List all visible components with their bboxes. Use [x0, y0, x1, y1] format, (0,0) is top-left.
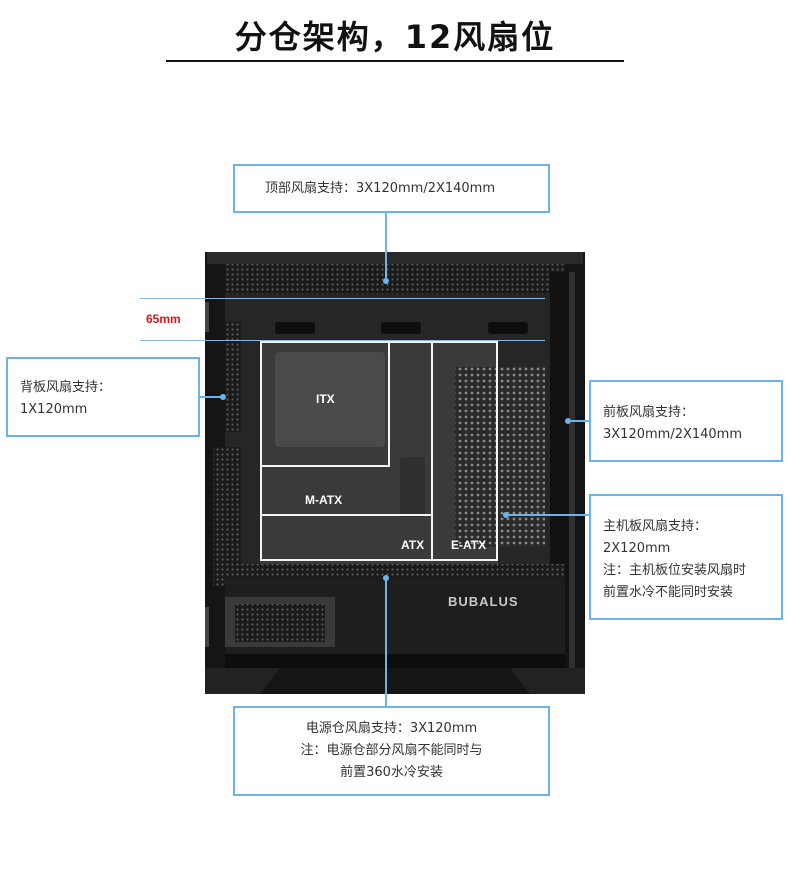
callout-line: 1X120mm — [20, 402, 88, 417]
rear-fan-leader — [200, 396, 222, 398]
brand-logo: BUBALUS — [448, 594, 519, 609]
motherboard-fan-callout: 主机板风扇支持： 2X120mm 注：主机板位安装风扇时 前置水冷不能同时安装 — [589, 494, 783, 620]
callout-line: 3X120mm/2X140mm — [603, 427, 743, 442]
psu-fan-leader — [385, 578, 387, 706]
rear-fan-dot — [220, 394, 226, 400]
pc-case-illustration — [205, 252, 585, 694]
front-fan-callout: 前板风扇支持： 3X120mm/2X140mm — [589, 380, 783, 462]
callout-line: 2X120mm — [603, 541, 671, 556]
top-fan-leader — [385, 213, 387, 281]
callout-line: 前置360水冷安装 — [340, 765, 443, 780]
callout-line: 背板风扇支持： — [20, 380, 112, 395]
clearance-line-upper — [140, 298, 545, 299]
callout-line: 前板风扇支持： — [603, 405, 695, 420]
callout-line: 前置水冷不能同时安装 — [603, 585, 734, 600]
itx-frame — [260, 341, 390, 467]
title-underline — [166, 60, 624, 62]
clearance-label: 65mm — [146, 312, 181, 326]
itx-label: ITX — [316, 392, 335, 406]
top-fan-callout: 顶部风扇支持：3X120mm/2X140mm — [233, 164, 550, 213]
psu-fan-callout: 电源仓风扇支持：3X120mm 注：电源仓部分风扇不能同时与 前置360水冷安装 — [233, 706, 550, 796]
callout-line: 主机板风扇支持： — [603, 519, 708, 534]
rear-fan-callout: 背板风扇支持： 1X120mm — [6, 357, 200, 437]
psu-fan-dot — [383, 575, 389, 581]
callout-line: 顶部风扇支持：3X120mm/2X140mm — [265, 181, 496, 196]
callout-line: 电源仓风扇支持：3X120mm — [305, 721, 478, 736]
matx-label: M-ATX — [305, 493, 343, 507]
motherboard-fan-leader — [506, 514, 589, 516]
top-fan-dot — [383, 278, 389, 284]
motherboard-fan-dot — [503, 512, 509, 518]
callout-line: 注：主机板位安装风扇时 — [603, 563, 747, 578]
clearance-line-lower — [140, 340, 545, 341]
front-fan-dot — [565, 418, 571, 424]
page-title: 分仓架构，12风扇位 — [234, 18, 556, 56]
front-fan-leader — [568, 420, 589, 422]
atx-label: ATX — [401, 538, 425, 552]
eatx-label: E-ATX — [451, 538, 487, 552]
callout-line: 注：电源仓部分风扇不能同时与 — [300, 743, 483, 758]
